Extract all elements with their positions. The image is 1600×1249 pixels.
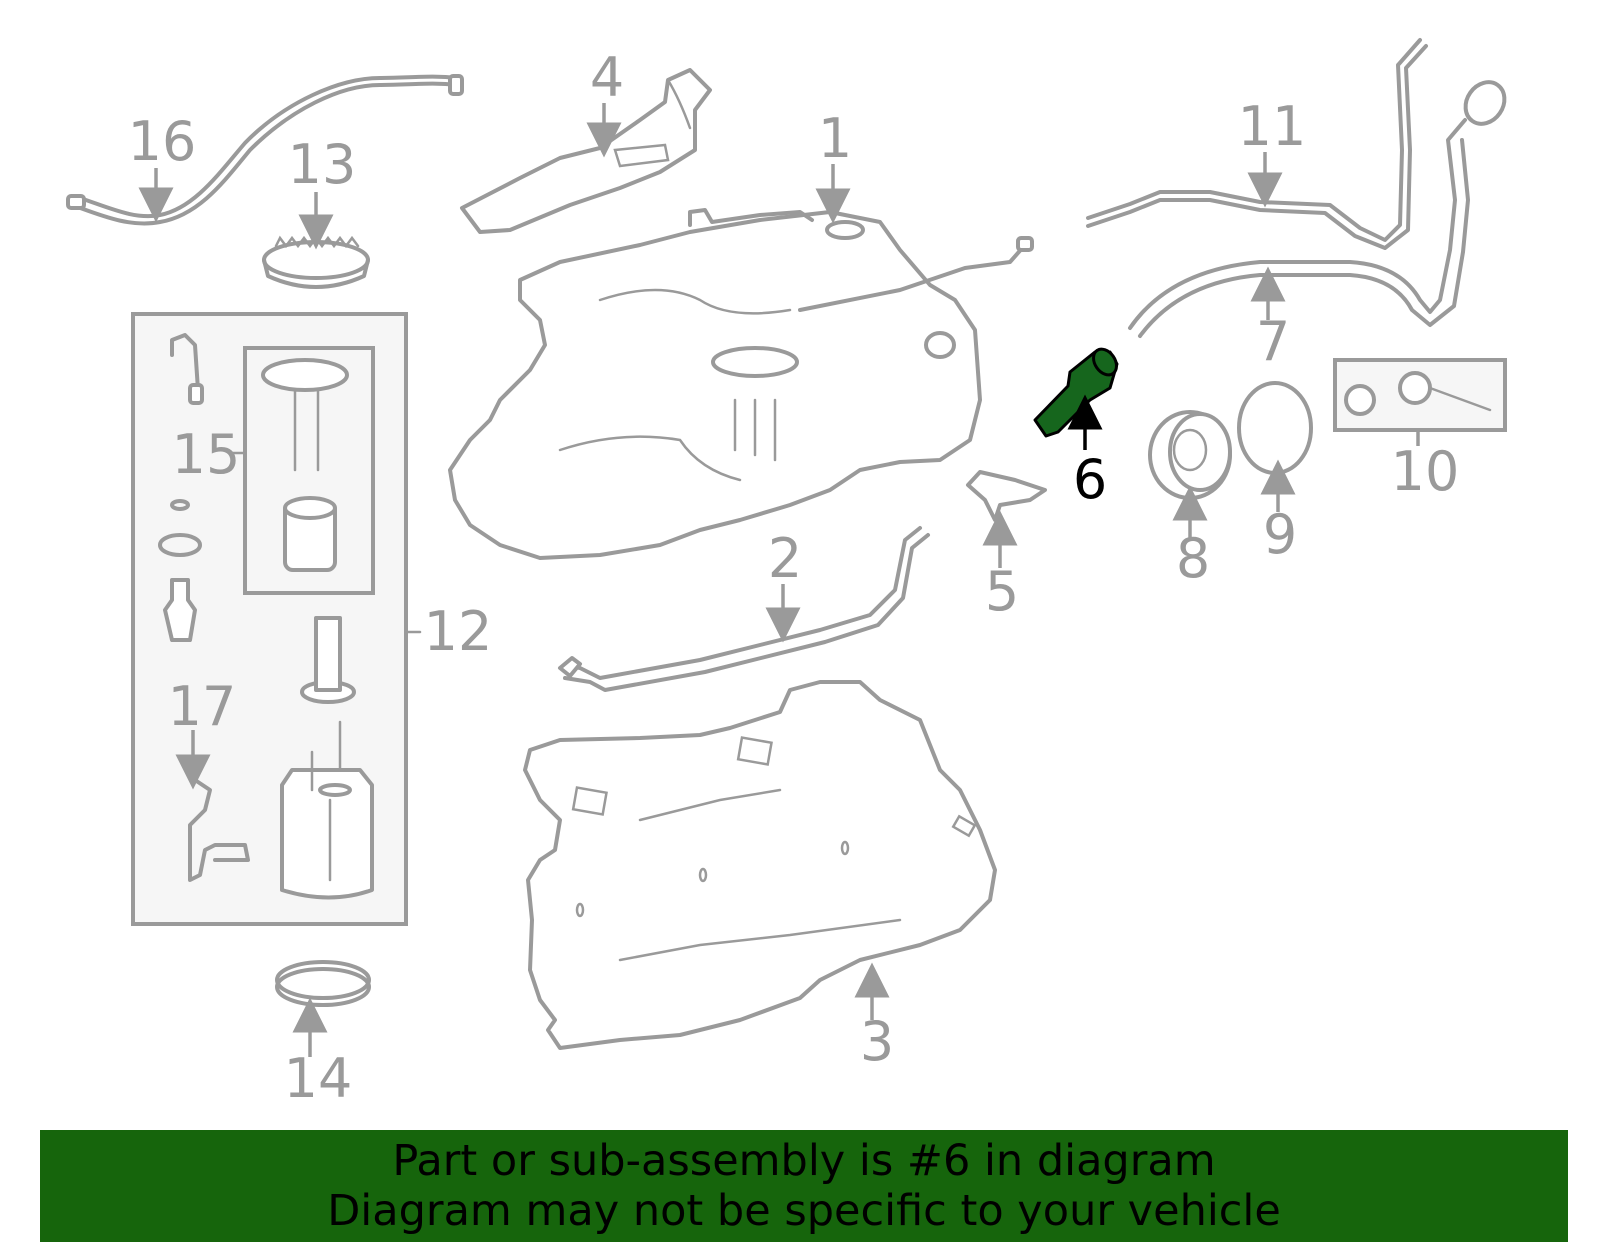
callout-15: 15 — [172, 423, 241, 486]
callout-5: 5 — [985, 560, 1019, 623]
callout-3: 3 — [860, 1010, 894, 1073]
callout-9: 9 — [1263, 503, 1297, 566]
banner-line-2: Diagram may not be specific to your vehi… — [327, 1186, 1281, 1236]
callout-4: 4 — [590, 46, 624, 109]
part-3-protector[interactable] — [523, 680, 997, 1050]
parts-diagram: 16 13 4 1 11 7 — [66, 38, 1512, 1110]
callout-7: 7 — [1256, 310, 1290, 373]
callout-17: 17 — [168, 675, 237, 738]
part-12-pump-assembly[interactable] — [131, 312, 408, 926]
part-1-fuel-tank[interactable] — [448, 208, 1034, 560]
callout-11: 11 — [1238, 95, 1307, 158]
part-8-grommet[interactable] — [1148, 410, 1232, 500]
part-13-lock-ring[interactable] — [262, 235, 370, 289]
callout-1: 1 — [818, 107, 852, 170]
callout-8: 8 — [1176, 527, 1210, 590]
callout-14: 14 — [284, 1047, 353, 1110]
part-9-gasket[interactable] — [1237, 381, 1313, 475]
callout-2: 2 — [768, 527, 802, 590]
callout-16: 16 — [128, 110, 197, 173]
callout-10: 10 — [1391, 440, 1460, 503]
part-7-filler-pipe[interactable] — [1128, 75, 1512, 338]
part-10-kit[interactable] — [1333, 358, 1507, 432]
callout-12: 12 — [424, 600, 493, 663]
banner-line-1: Part or sub-assembly is #6 in diagram — [392, 1136, 1216, 1186]
part-2-strap[interactable] — [558, 526, 930, 692]
part-4-heat-shield[interactable] — [460, 68, 712, 234]
part-6-highlighted[interactable] — [1033, 345, 1121, 438]
info-banner: Part or sub-assembly is #6 in diagram Di… — [40, 1130, 1568, 1242]
part-14-ring[interactable] — [275, 960, 371, 1007]
callout-6: 6 — [1073, 448, 1107, 511]
part-5-bracket[interactable] — [966, 470, 1047, 522]
part-11-breather-tube[interactable] — [1086, 38, 1428, 250]
callout-13: 13 — [288, 133, 357, 196]
